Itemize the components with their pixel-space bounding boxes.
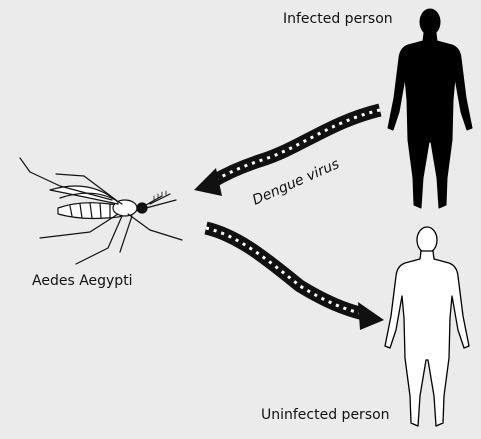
arrow-mosquito-to-uninfected	[206, 228, 384, 330]
label-aedes-aegypti: Aedes Aegypti	[32, 273, 133, 289]
label-uninfected-person: Uninfected person	[261, 407, 390, 423]
label-infected-person: Infected person	[283, 11, 393, 27]
uninfected-person-figure	[385, 227, 469, 426]
mosquito-illustration	[20, 158, 182, 264]
infected-person-figure	[388, 9, 472, 208]
